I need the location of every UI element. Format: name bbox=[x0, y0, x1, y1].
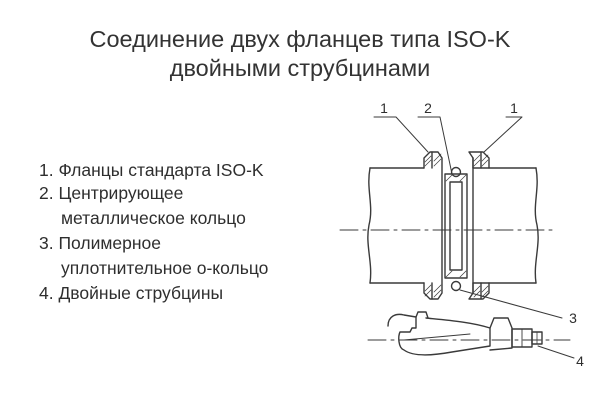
legend-item-centering-ring: 2. Центрирующее bbox=[39, 183, 184, 203]
callout-flange-right: 1 bbox=[510, 100, 518, 116]
callout-centering-ring: 2 bbox=[424, 100, 432, 116]
legend-item-clamps: 4. Двойные струбцины bbox=[39, 283, 224, 303]
callout-flange-left: 1 bbox=[380, 100, 388, 116]
centering-ring bbox=[444, 173, 468, 279]
left-flange bbox=[423, 151, 443, 300]
o-ring bbox=[450, 166, 462, 292]
diagram-title-line-1: Соединение двух фланцев типа ISO-K bbox=[89, 26, 511, 52]
callout-o-ring: 3 bbox=[569, 310, 577, 326]
right-pipe bbox=[472, 167, 539, 284]
right-flange bbox=[468, 151, 490, 300]
callout-clamp: 4 bbox=[576, 353, 584, 369]
diagram-title-line-2: двойными струбцинами bbox=[169, 55, 431, 81]
legend-item-flanges: 1. Фланцы стандарта ISO-K bbox=[39, 160, 264, 180]
legend-item-o-ring: 3. Полимерное bbox=[39, 233, 161, 253]
double-clamp bbox=[387, 311, 543, 356]
left-pipe bbox=[367, 167, 425, 284]
legend-item-centering-ring-cont: металлическое кольцо bbox=[61, 208, 246, 228]
leader-lines bbox=[373, 116, 575, 359]
legend-item-o-ring-cont: уплотнительное о-кольцо bbox=[61, 258, 269, 278]
